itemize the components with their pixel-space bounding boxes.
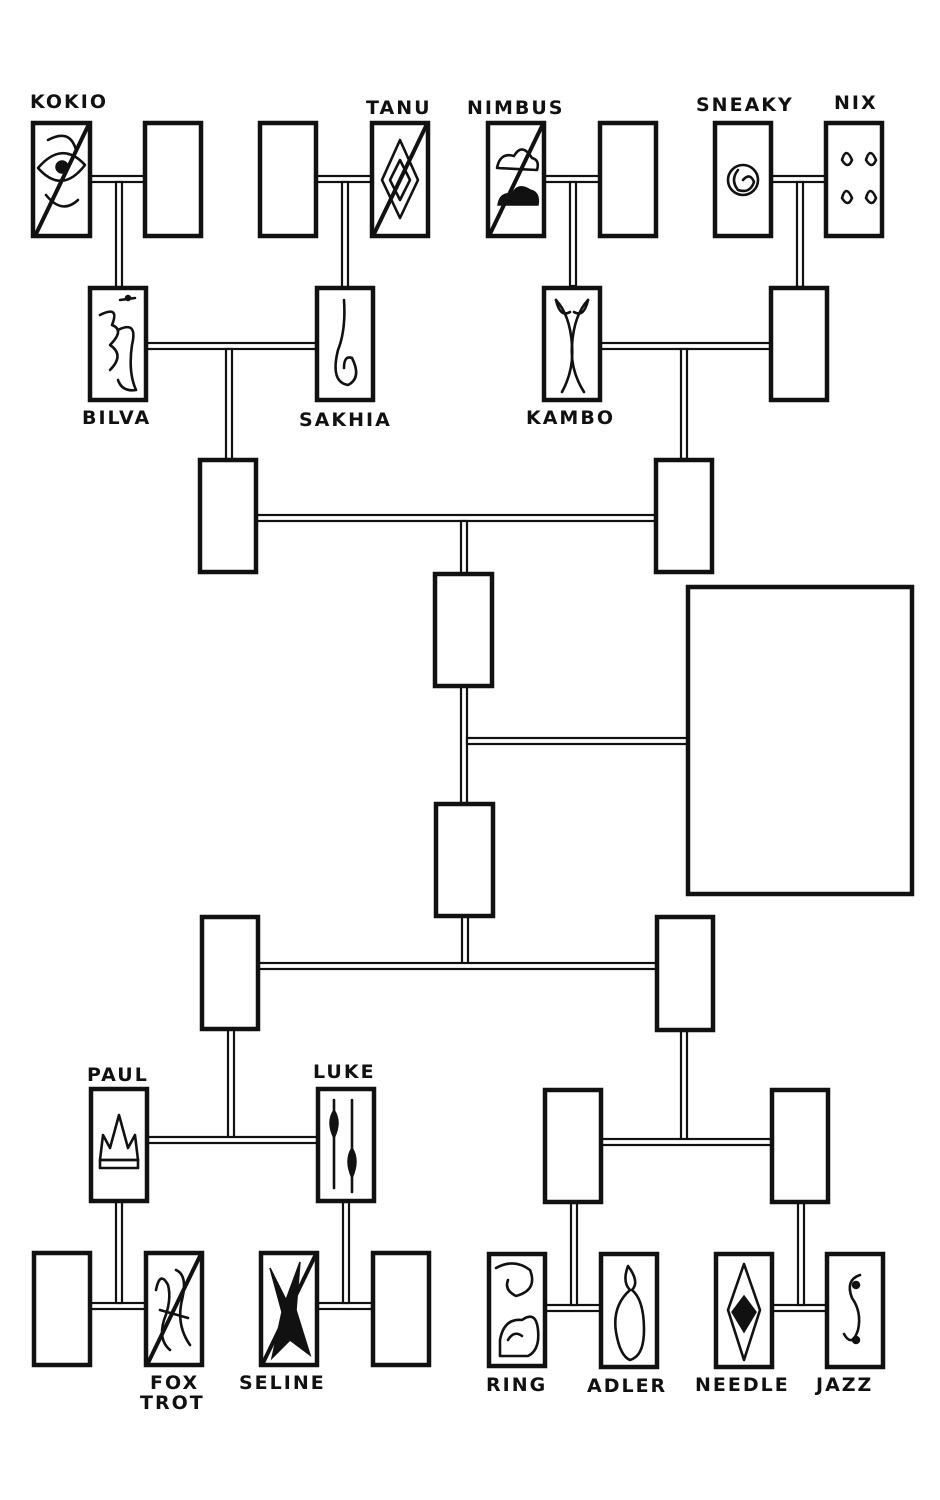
om-symbol-icon <box>98 294 138 392</box>
eye-spiral-icon <box>36 134 87 208</box>
wave-icon <box>494 1262 540 1358</box>
card-sneaky[interactable] <box>712 120 774 239</box>
label-ring: RING <box>486 1374 547 1396</box>
label-luke: LUKE <box>313 1061 376 1083</box>
card-unnamed-14[interactable] <box>370 1250 432 1368</box>
card-bilva[interactable] <box>87 285 149 403</box>
label-kambo: KAMBO <box>526 407 615 429</box>
leaves-icon <box>329 1098 357 1194</box>
label-seline: SELINE <box>239 1372 326 1394</box>
label-adler: ADLER <box>587 1375 667 1397</box>
card-nix[interactable] <box>823 120 885 239</box>
label-jazz: JAZZ <box>814 1374 873 1396</box>
label-nix: NIX <box>834 92 878 114</box>
card-foxtrot[interactable] <box>143 1250 205 1368</box>
label-kokio: KOKIO <box>30 91 108 113</box>
card-unnamed-10[interactable] <box>654 914 716 1033</box>
card-unnamed-2[interactable] <box>257 120 319 239</box>
spiral-circle-icon <box>726 163 760 197</box>
connector-lines <box>88 174 829 1313</box>
card-adler[interactable] <box>598 1251 660 1370</box>
card-seline[interactable] <box>258 1250 320 1368</box>
card-nimbus[interactable] <box>485 120 547 239</box>
label-foxtrot-line2: TROT <box>140 1392 205 1414</box>
card-sakhia[interactable] <box>314 285 376 403</box>
flame-icon <box>614 1264 646 1362</box>
label-nimbus: NIMBUS <box>467 97 564 119</box>
card-unnamed-13[interactable] <box>31 1250 93 1368</box>
card-unnamed-11[interactable] <box>542 1087 604 1205</box>
card-unnamed-1[interactable] <box>142 120 204 239</box>
label-sneaky: SNEAKY <box>696 94 794 116</box>
card-kambo[interactable] <box>541 285 603 403</box>
needle-diamond-icon <box>726 1262 762 1362</box>
card-unnamed-6[interactable] <box>653 457 715 575</box>
card-paul[interactable] <box>88 1086 150 1204</box>
card-ring[interactable] <box>486 1251 548 1369</box>
hook-swirl-icon <box>334 298 358 387</box>
side-panel-box[interactable] <box>685 584 915 897</box>
label-paul: PAUL <box>87 1064 149 1086</box>
card-kokio[interactable] <box>30 120 93 239</box>
card-unnamed-7[interactable] <box>432 571 495 689</box>
card-unnamed-9[interactable] <box>199 914 261 1032</box>
diamond-icon <box>380 138 420 220</box>
label-tanu: TANU <box>366 97 432 119</box>
card-needle[interactable] <box>713 1251 775 1370</box>
crown-icon <box>98 1113 140 1170</box>
s-curve-icon <box>842 1273 862 1345</box>
card-unnamed-5[interactable] <box>197 457 259 575</box>
card-unnamed-3[interactable] <box>597 120 659 239</box>
card-luke[interactable] <box>315 1086 377 1204</box>
card-unnamed-12[interactable] <box>769 1087 831 1205</box>
label-foxtrot-line1: FOX <box>150 1372 199 1394</box>
label-needle: NEEDLE <box>695 1374 790 1396</box>
cross-curve-icon <box>554 298 590 394</box>
label-sakhia: SAKHIA <box>299 409 392 431</box>
card-tanu[interactable] <box>369 120 431 239</box>
card-unnamed-4[interactable] <box>768 285 830 403</box>
label-bilva: BILVA <box>82 407 151 429</box>
card-unnamed-8[interactable] <box>433 801 496 919</box>
card-jazz[interactable] <box>824 1251 886 1370</box>
cat-eyes-icon <box>840 151 878 205</box>
